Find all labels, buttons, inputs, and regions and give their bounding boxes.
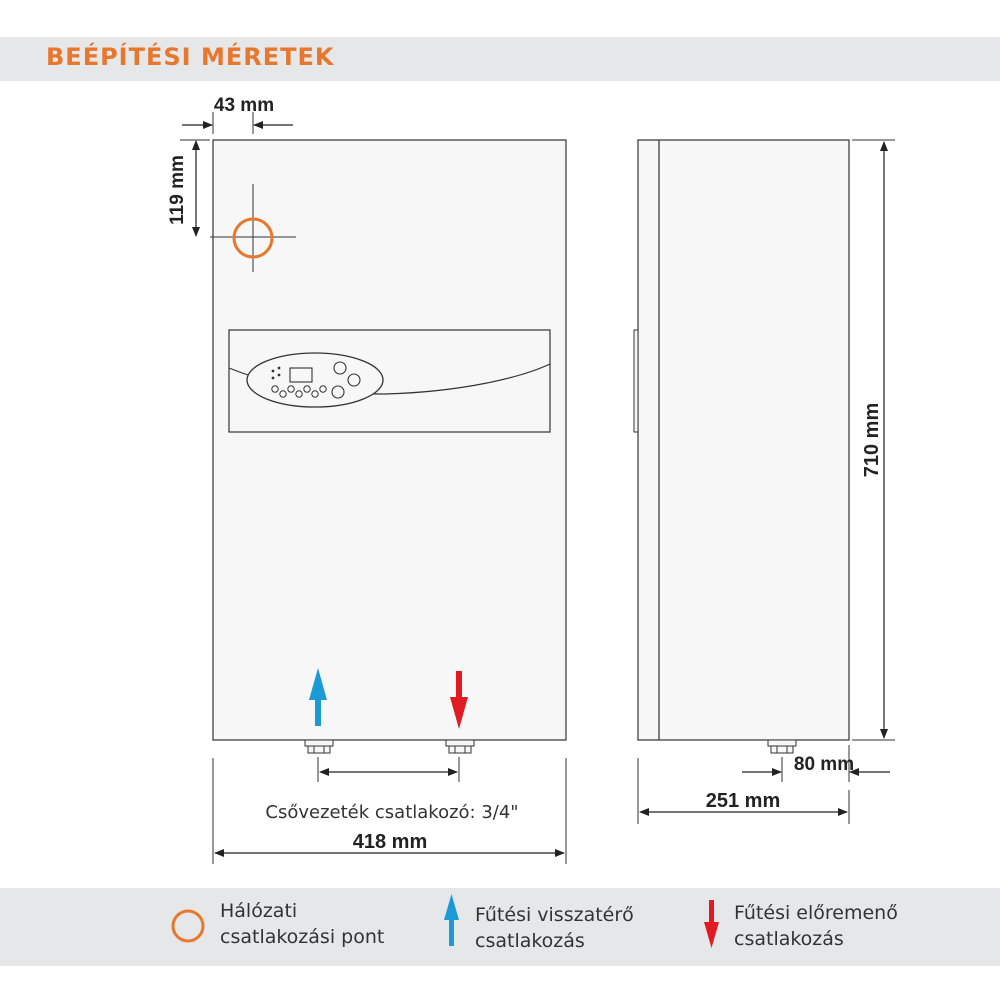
orange-circle-icon — [171, 909, 205, 943]
pipe-connection-note: Csővezeték csatlakozó: 3/4" — [265, 802, 518, 823]
legend-mains-line1: Hálózati — [220, 900, 298, 922]
dim-top-offset: 43 mm — [214, 95, 274, 116]
indicator-dots — [271, 366, 281, 380]
knob-icon — [331, 385, 345, 399]
mains-connection-point — [232, 217, 274, 259]
flow-arrow-icon — [450, 671, 468, 729]
legend-flow-line2: csatlakozás — [734, 928, 844, 950]
pipe-fitting-return — [304, 739, 334, 754]
boiler-front-body — [212, 139, 567, 741]
control-display-bezel — [246, 352, 384, 408]
red-arrow-down-icon — [704, 900, 719, 948]
button-row — [271, 385, 327, 398]
dim-depth: 251 mm — [706, 790, 781, 812]
legend: Hálózati csatlakozási pont Fűtési vissza… — [0, 888, 1000, 966]
legend-return-line1: Fűtési visszatérő — [475, 904, 634, 926]
return-arrow-icon — [309, 668, 327, 726]
dim-width: 418 mm — [353, 831, 428, 853]
blue-arrow-up-icon — [444, 894, 459, 946]
control-display — [289, 367, 313, 383]
dim-height: 710 mm — [861, 403, 883, 478]
side-bracket — [633, 329, 639, 433]
knob-icon — [347, 373, 361, 387]
title-bar: BEÉPÍTÉSI MÉRETEK — [0, 37, 1000, 81]
legend-return-line2: csatlakozás — [475, 930, 585, 952]
dim-pipe-offset: 80 mm — [794, 754, 854, 775]
boiler-side-body — [637, 139, 850, 741]
pipe-fitting-side — [767, 739, 797, 754]
knob-icon — [333, 361, 347, 375]
legend-mains-line2: csatlakozási pont — [220, 926, 385, 948]
front-view: 43 mm 119 mm Csővezeték csatlakozó: 3/4"… — [167, 95, 567, 864]
page-title: BEÉPÍTÉSI MÉRETEK — [46, 43, 335, 71]
dim-top-height: 119 mm — [167, 155, 188, 225]
legend-flow-line1: Fűtési előremenő — [734, 902, 898, 924]
pipe-fitting-flow — [445, 739, 475, 754]
side-view: 710 mm 80 mm 251 mm — [633, 139, 895, 824]
